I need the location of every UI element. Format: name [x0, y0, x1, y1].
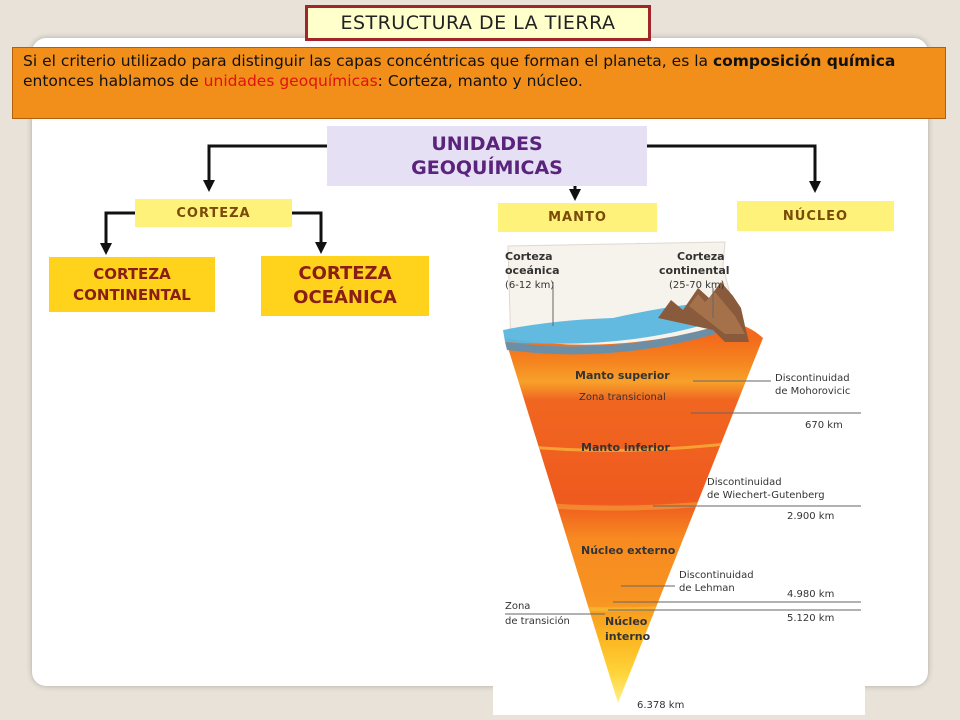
root-label-line1: UNIDADES [431, 133, 543, 155]
earth-layers-figure: Corteza oceánica (6-12 km) Corteza conti… [493, 238, 865, 715]
node-corteza-continental: CORTEZA CONTINENTAL [49, 257, 215, 312]
label-zona-l1: Zona [505, 601, 530, 612]
label-corteza-continental-l2: continental [659, 264, 730, 277]
label-wg-l1: Discontinuidad [707, 477, 782, 488]
intro-part1: Si el criterio utilizado para distinguir… [23, 52, 713, 70]
root-label-line2: GEOQUÍMICAS [411, 157, 563, 179]
intro-part2: entonces hablamos de [23, 72, 204, 90]
label-corteza-oceanica-l1: Corteza [505, 250, 553, 263]
continental-line2: CONTINENTAL [73, 285, 191, 304]
node-manto: MANTO [498, 203, 657, 232]
intro-part3: : Corteza, manto y núcleo. [377, 72, 583, 90]
continental-line1: CORTEZA [93, 264, 171, 283]
node-unidades-geoquimicas: UNIDADES GEOQUÍMICAS [327, 126, 647, 186]
connector-corteza-oceanica [292, 211, 327, 254]
page-title-text: ESTRUCTURA DE LA TIERRA [340, 12, 616, 34]
label-corteza-continental-l1: Corteza [677, 250, 725, 263]
label-depth-5120: 5.120 km [787, 613, 834, 624]
label-depth-670: 670 km [805, 420, 843, 431]
label-lehman-l2: de Lehman [679, 583, 735, 594]
label-depth-2900: 2.900 km [787, 511, 834, 522]
label-corteza-oceanica-l2: oceánica [505, 264, 560, 277]
label-corteza-oceanica-range: (6-12 km) [505, 280, 554, 291]
label-lehman-l1: Discontinuidad [679, 570, 754, 581]
label-manto-superior: Manto superior [575, 369, 670, 382]
label-wg-l2: de Wiechert-Gutenberg [707, 490, 825, 501]
label-zona-transicional: Zona transicional [579, 392, 666, 403]
node-nucleo: NÚCLEO [737, 201, 894, 231]
intro-highlight: unidades geoquímicas [203, 72, 378, 90]
page-title: ESTRUCTURA DE LA TIERRA [305, 5, 651, 41]
earth-layers-illustration: Corteza oceánica (6-12 km) Corteza conti… [503, 241, 861, 711]
node-manto-label: MANTO [548, 210, 607, 225]
node-nucleo-label: NÚCLEO [782, 208, 849, 224]
label-nucleo-externo: Núcleo externo [581, 544, 676, 557]
label-depth-4980: 4.980 km [787, 589, 834, 600]
label-zona-l2: de transición [505, 615, 570, 627]
label-corteza-continental-range: (25-70 km) [669, 280, 725, 291]
node-corteza: CORTEZA [135, 199, 292, 227]
label-moho-l1: Discontinuidad [775, 373, 850, 384]
label-manto-inferior: Manto inferior [581, 441, 670, 454]
label-nucleo-interno-l1: Núcleo [605, 615, 648, 628]
intro-bold: composición química [712, 52, 896, 70]
intro-text-box: Si el criterio utilizado para distinguir… [12, 47, 946, 119]
label-nucleo-interno-l2: interno [605, 630, 651, 643]
connector-corteza-continental [100, 211, 135, 255]
oceanica-line2: OCEÁNICA [293, 287, 397, 308]
node-corteza-oceanica: CORTEZA OCEÁNICA [261, 256, 429, 316]
label-moho-l2: de Mohorovicic [775, 386, 850, 397]
connector-root-corteza [203, 144, 327, 192]
connector-root-nucleo [647, 144, 821, 193]
oceanica-line1: CORTEZA [298, 263, 392, 284]
node-corteza-label: CORTEZA [176, 205, 251, 221]
label-depth-6378: 6.378 km [637, 700, 684, 711]
